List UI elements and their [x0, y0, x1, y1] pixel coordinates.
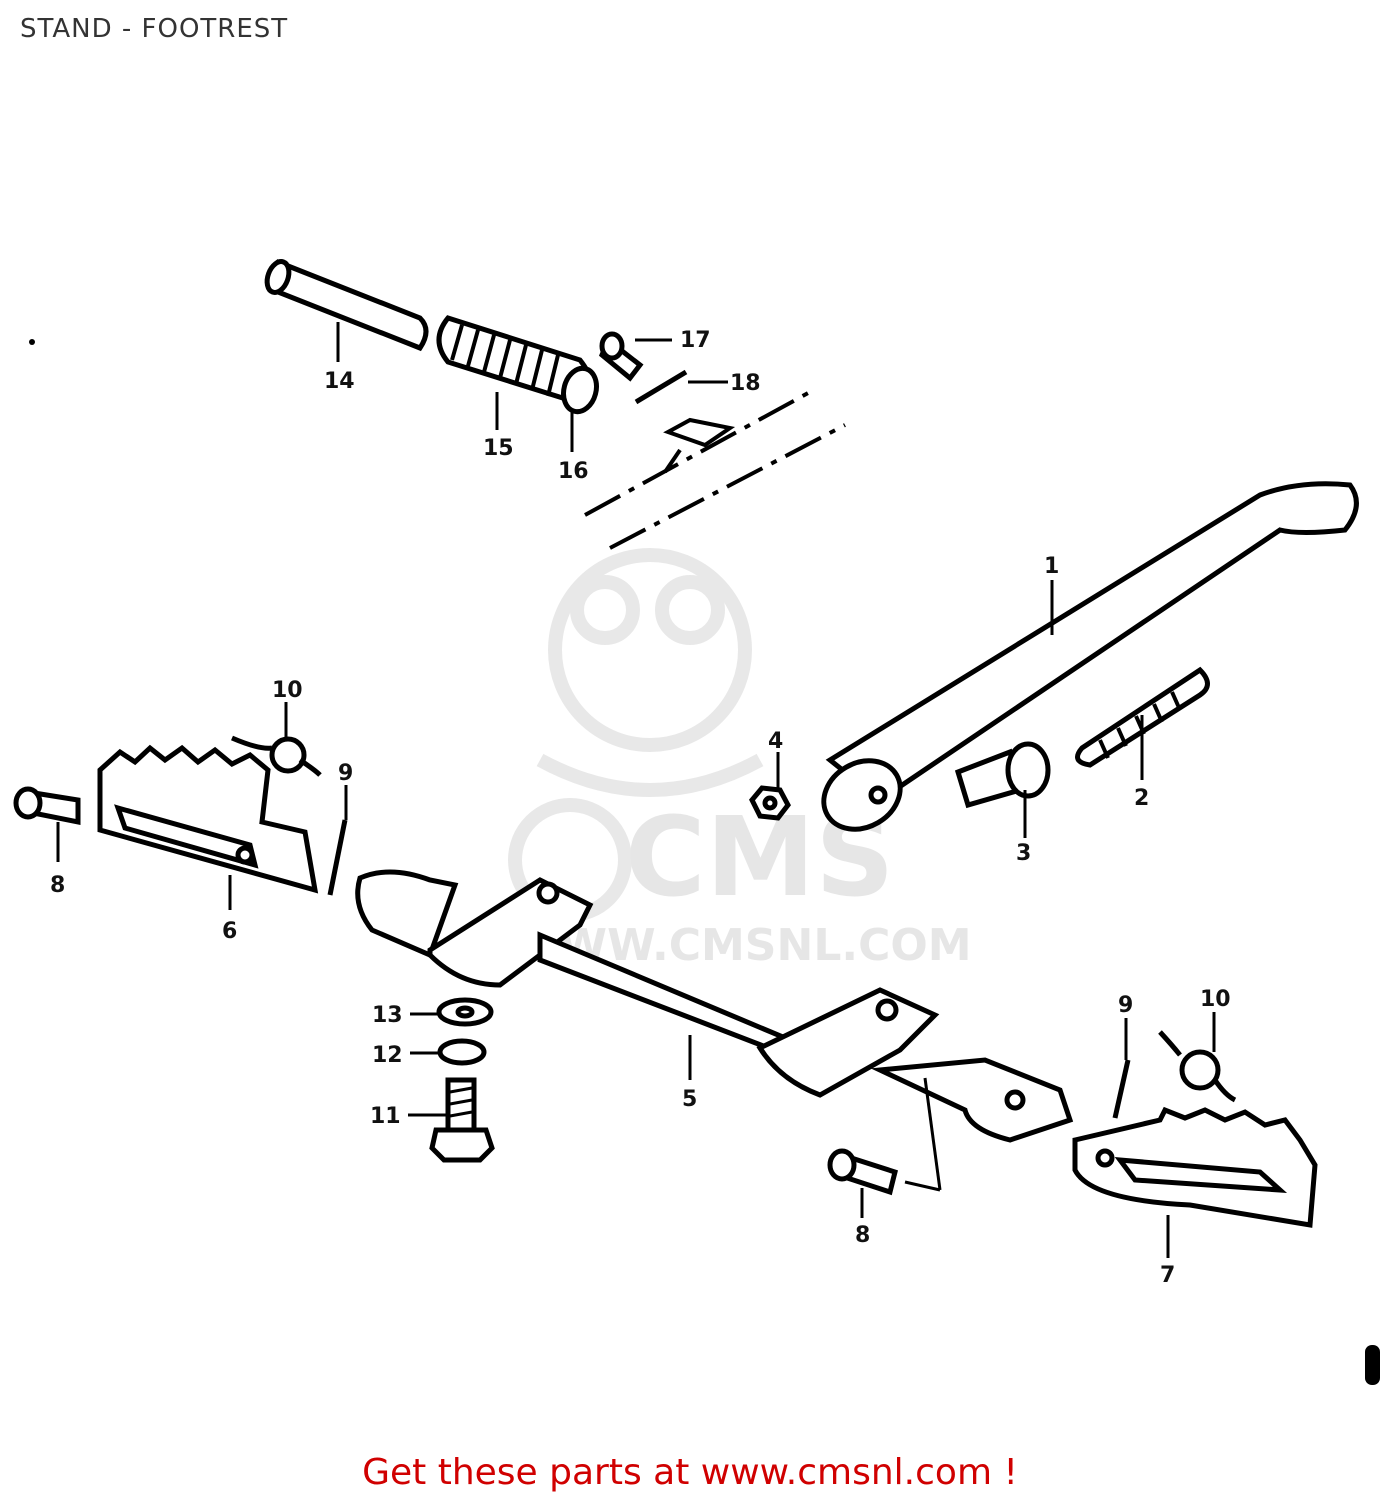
watermark-goggle-right	[655, 575, 725, 645]
part-18-cotter-pin[interactable]	[634, 369, 688, 405]
callout-13: 13	[372, 1003, 403, 1028]
callout-8-right: 8	[855, 1223, 870, 1248]
part-10-spring-right[interactable]	[1158, 1030, 1237, 1103]
callout-8-left: 8	[50, 873, 65, 898]
part-11-bolt[interactable]	[429, 1077, 495, 1163]
watermark-goggle-left	[570, 575, 640, 645]
part-7-footrest-right[interactable]	[1072, 1106, 1318, 1228]
part-12-lock-washer[interactable]	[437, 1038, 487, 1066]
callout-17: 17	[680, 328, 711, 353]
callout-6: 6	[222, 919, 237, 944]
part-9-cotter-left[interactable]	[327, 819, 348, 896]
callout-10-left: 10	[272, 678, 303, 703]
callout-5: 5	[682, 1087, 697, 1112]
part-6-footrest-left[interactable]	[97, 744, 319, 894]
callout-9-left: 9	[338, 761, 353, 786]
watermark-collar	[536, 753, 764, 797]
watermark-head	[548, 548, 752, 752]
bracket-sketch	[584, 390, 846, 550]
part-14-tube[interactable]	[263, 259, 429, 352]
part-10-spring-left[interactable]	[231, 735, 322, 777]
part-5-footrest-bar[interactable]	[355, 869, 1074, 1143]
part-17-pin[interactable]	[598, 331, 644, 382]
callout-labels: 1 2 3 4 5 6 7 8 8 9 9 10 10 11 12 13 14 …	[50, 328, 1231, 1288]
callout-2: 2	[1134, 786, 1149, 811]
part-13-washer[interactable]	[436, 997, 494, 1027]
part-3-pivot-bolt[interactable]	[954, 741, 1051, 809]
callout-4: 4	[768, 729, 783, 754]
scan-specks	[29, 339, 1380, 1385]
part-4-nut[interactable]	[749, 785, 791, 821]
part-8-pin-left[interactable]	[13, 786, 81, 826]
callout-1: 1	[1044, 554, 1059, 579]
part-9-cotter-right[interactable]	[1112, 1059, 1131, 1119]
part-16-washer[interactable]	[559, 365, 601, 416]
callout-12: 12	[372, 1043, 403, 1068]
diagram-title: STAND - FOOTREST	[20, 14, 289, 44]
callout-16: 16	[558, 459, 589, 484]
part-8-pin-right[interactable]	[827, 1148, 898, 1196]
part-1-side-stand[interactable]	[811, 481, 1359, 843]
callout-10-right: 10	[1200, 987, 1231, 1012]
callout-18: 18	[730, 371, 761, 396]
callout-3: 3	[1016, 841, 1031, 866]
get-parts-link[interactable]: Get these parts at www.cmsnl.com !	[362, 1452, 1018, 1493]
callout-14: 14	[324, 369, 355, 394]
callout-9-right: 9	[1118, 993, 1133, 1018]
callout-7: 7	[1160, 1263, 1175, 1288]
callout-15: 15	[483, 436, 514, 461]
callout-11: 11	[370, 1104, 401, 1129]
cms-watermark	[508, 548, 764, 922]
leader-lines	[56, 322, 1216, 1258]
